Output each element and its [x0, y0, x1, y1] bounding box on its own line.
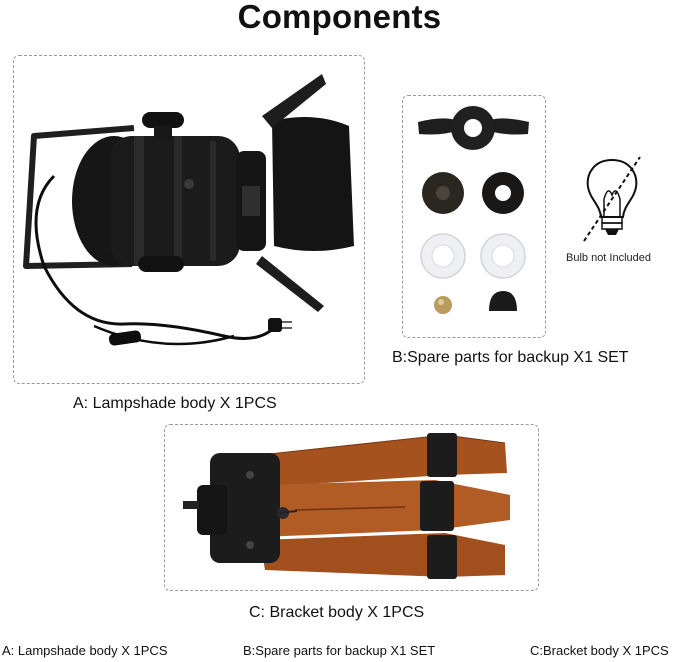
footer-label-bracket: C:Bracket body X 1PCS: [530, 643, 669, 658]
bulb-note: Bulb not Included: [566, 252, 652, 264]
footer-label-lampshade: A: Lampshade body X 1PCS: [2, 643, 168, 658]
bracket-caption: C: Bracket body X 1PCS: [249, 604, 425, 621]
bracket-image: [183, 433, 510, 579]
footer-label-spare-parts: B:Spare parts for backup X1 SET: [243, 643, 436, 658]
page-title: Components: [237, 0, 442, 35]
bracket-panel: [164, 424, 539, 591]
lampshade-caption: A: Lampshade body X 1PCS: [73, 395, 277, 412]
spare-parts-caption: B:Spare parts for backup X1 SET: [392, 349, 629, 366]
bulb-not-included-icon: [583, 156, 641, 242]
lampshade-image: [23, 74, 354, 346]
spare-parts-image: [418, 106, 529, 314]
lampshade-panel: [13, 55, 365, 384]
spare-parts-panel: [402, 95, 546, 338]
